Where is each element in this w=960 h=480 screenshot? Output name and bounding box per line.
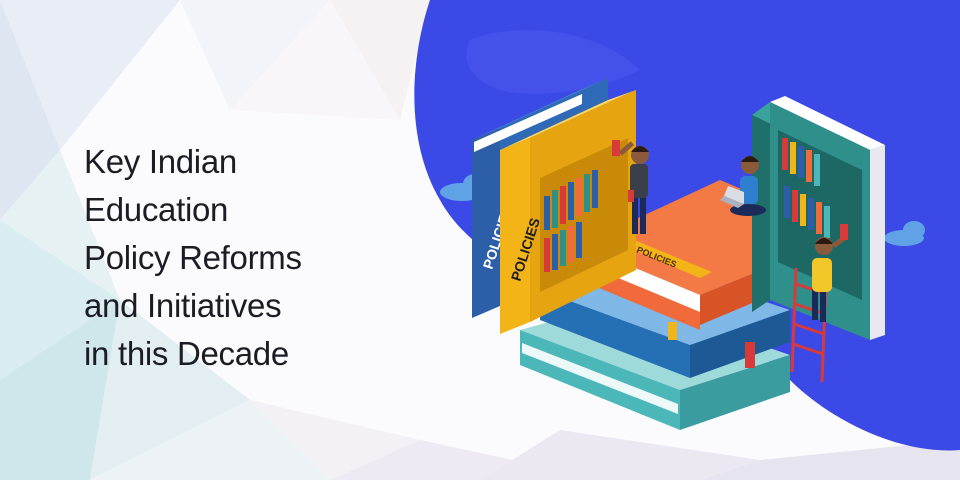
- blob-highlight: [466, 30, 640, 94]
- headline-line: Education: [84, 191, 229, 228]
- person-reaching-shelf: [612, 140, 649, 234]
- bookmark-ribbon: [668, 322, 677, 340]
- headline-line: Key Indian: [84, 143, 237, 180]
- bookmark-ribbon: [745, 342, 755, 368]
- headline-line: and Initiatives: [84, 287, 282, 324]
- headline-line: in this Decade: [84, 335, 289, 372]
- yellow-policies-book: POLICIES: [500, 90, 636, 334]
- red-ladder: [790, 267, 828, 383]
- headline-line: Policy Reforms: [84, 239, 302, 276]
- cloud-icon: [884, 221, 925, 246]
- person-on-ladder: [812, 224, 848, 322]
- page-headline: Key Indian Education Policy Reforms and …: [84, 138, 414, 378]
- person-with-laptop: [720, 156, 766, 216]
